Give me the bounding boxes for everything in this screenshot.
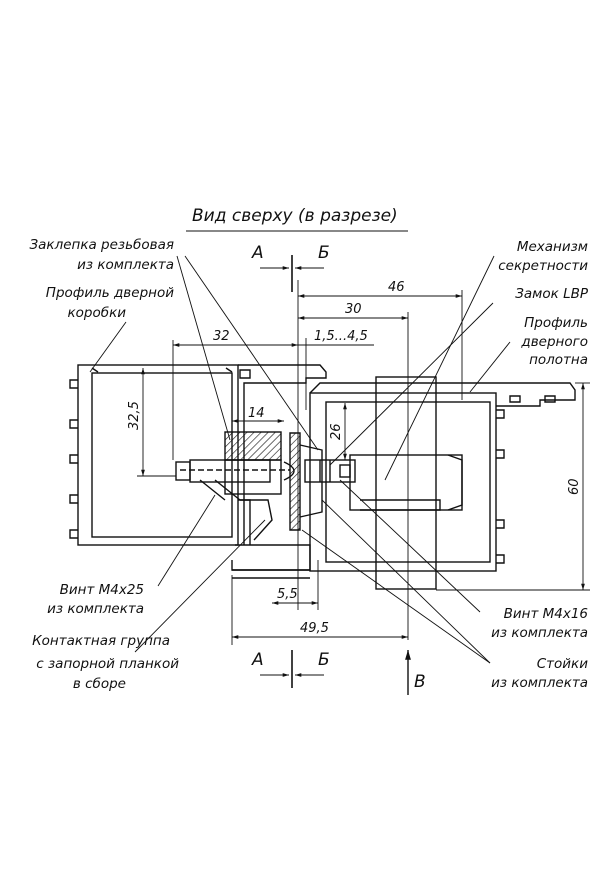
leader-screw-m4x16: [339, 479, 481, 613]
leader-leaf-profile: [469, 341, 511, 393]
section-bottom-b: Б: [318, 650, 330, 670]
leader-screw-m4x25: [157, 494, 216, 587]
leader-lock: [329, 302, 494, 466]
label-frame-profile-line1: Профиль дверной: [45, 285, 174, 301]
dim-325-text: 32,5: [127, 401, 142, 430]
dim-30-text: 30: [345, 302, 362, 317]
leaf-profile: [232, 382, 576, 579]
screw-m4x16: [304, 459, 356, 483]
label-leaf-profile-line2: дверного: [521, 334, 588, 350]
section-top-a: А: [252, 243, 264, 263]
label-posts-line1: Стойки: [536, 656, 588, 672]
label-contact-group-line3: в сборе: [72, 676, 126, 692]
section-top-b: Б: [318, 243, 330, 263]
drawing-title: Вид сверху (в разрезе): [192, 206, 398, 226]
dim-55-text: 5,5: [277, 587, 298, 602]
frame-profile: [69, 364, 327, 571]
label-screw-m4x16-line2: из комплекта: [491, 625, 588, 641]
label-rivet-line1: Заклепка резьбовая: [29, 237, 174, 253]
contact-group: [224, 431, 323, 541]
dim-495-text: 49,5: [300, 621, 329, 636]
label-lock: Замок LBP: [515, 286, 588, 302]
dim-14-text: 14: [248, 406, 265, 421]
label-frame-profile-line2: коробки: [67, 305, 127, 321]
label-contact-group-line2: с запорной планкой: [36, 656, 179, 672]
label-rivet-line2: из комплекта: [77, 257, 174, 273]
dim-26-text: 26: [329, 423, 344, 440]
label-screw-m4x25-line1: Винт М4х25: [59, 582, 144, 598]
label-contact-group-line1: Контактная группа: [32, 633, 170, 649]
label-mechanism-line2: секретности: [498, 258, 588, 274]
leader-rivet: [176, 255, 231, 441]
label-screw-m4x25-line2: из комплекта: [47, 601, 144, 617]
screw-m4x25: [175, 459, 295, 501]
label-leaf-profile-line1: Профиль: [524, 315, 588, 331]
leader-frame-profile: [89, 321, 127, 373]
lock-body: [349, 376, 463, 590]
dim-46-text: 46: [388, 280, 405, 295]
leader-posts: [321, 499, 491, 664]
label-mechanism-line1: Механизм: [516, 239, 588, 255]
leader-mechanism: [384, 255, 495, 481]
dim-32-text: 32: [213, 329, 230, 344]
label-screw-m4x16-line1: Винт М4х16: [503, 606, 588, 622]
label-posts-line2: из комплекта: [491, 675, 588, 691]
leader-contact-group: [134, 519, 266, 653]
section-bottom-a: А: [252, 650, 264, 670]
label-leaf-profile-line3: полотна: [529, 352, 588, 368]
dim-60-text: 60: [567, 478, 582, 495]
view-arrow-label: В: [414, 672, 426, 692]
dim-1545-text: 1,5...4,5: [314, 329, 368, 344]
